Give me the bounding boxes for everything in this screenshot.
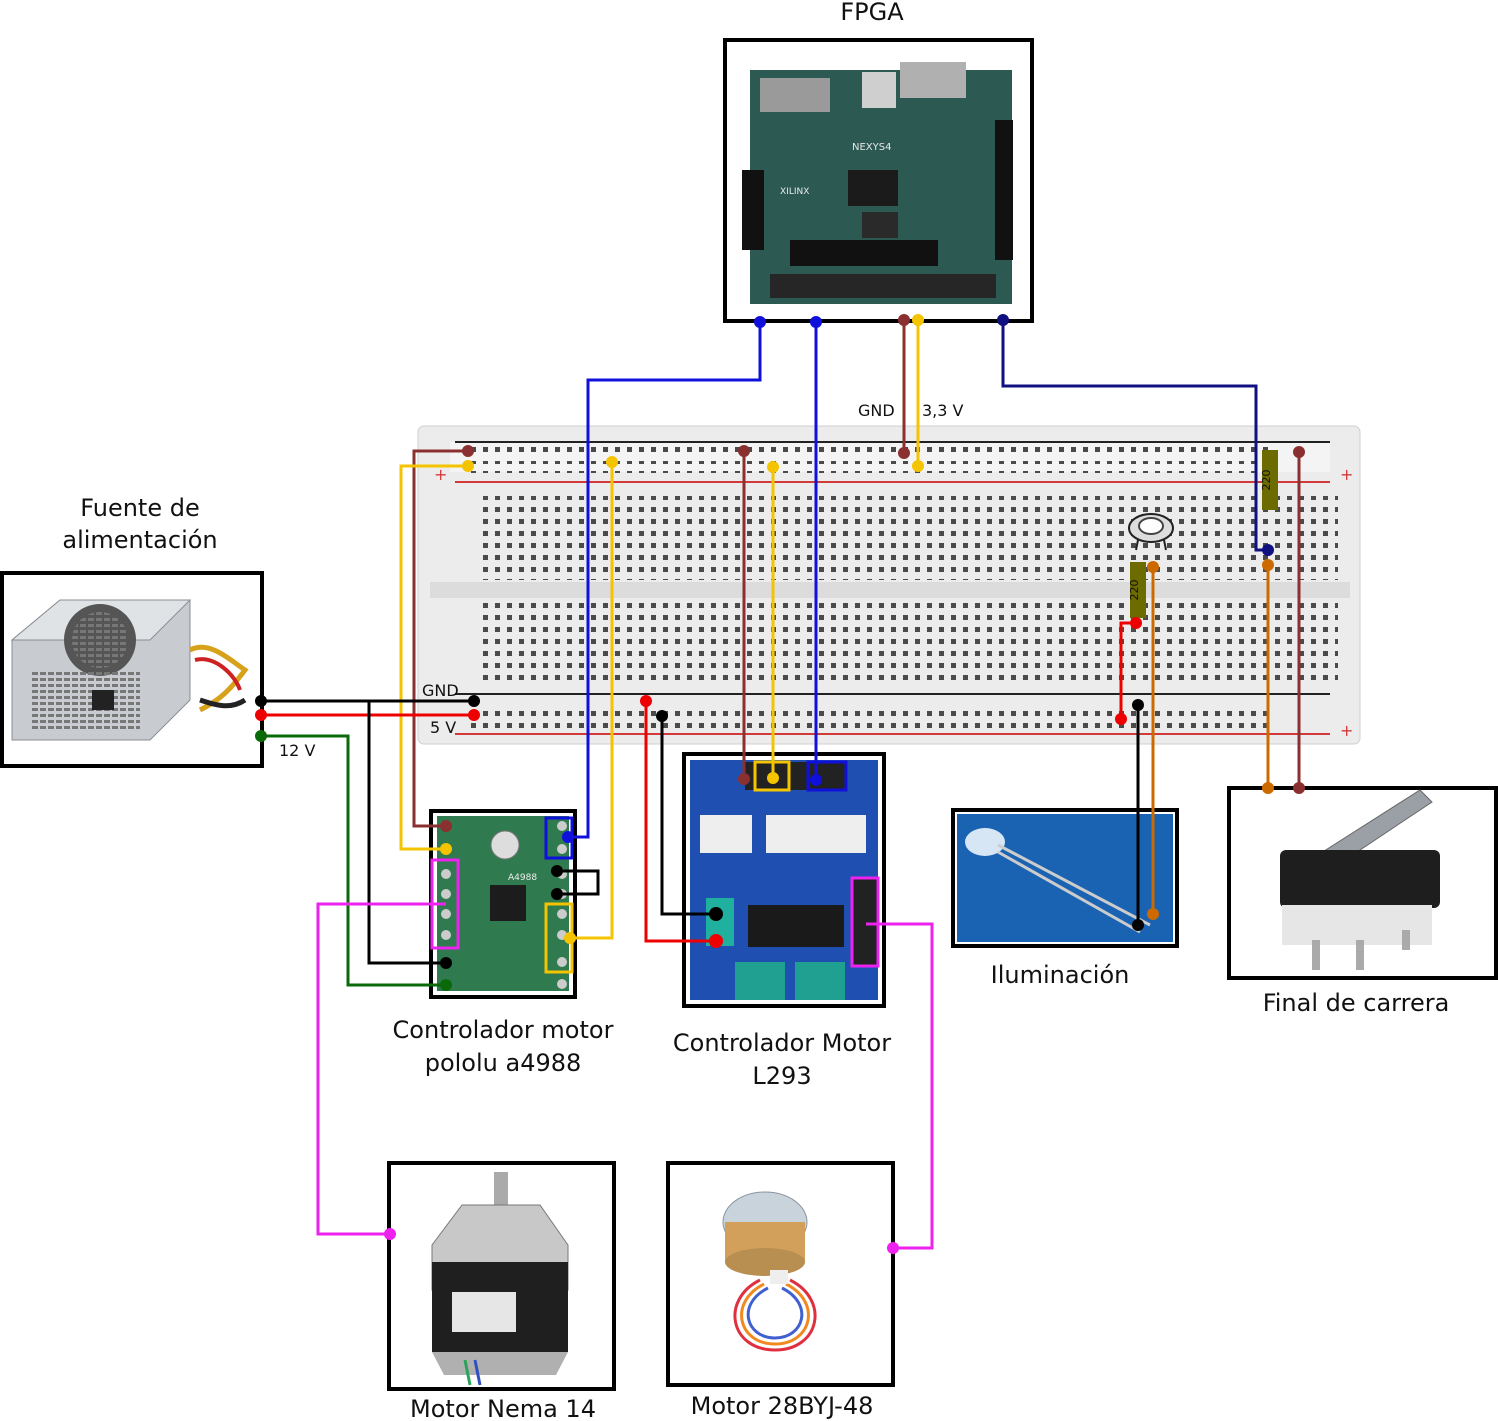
label-12v: 12 V	[279, 741, 315, 760]
a4988-title-line2: pololu a4988	[425, 1049, 582, 1077]
led-title: Iluminación	[991, 961, 1130, 989]
connection-dots	[255, 314, 1305, 1254]
resistor-1-label: 220	[1260, 470, 1273, 491]
wire-a4988-3v3-b	[570, 462, 614, 940]
wire-psu-gnd-a4988	[367, 701, 446, 965]
wire-a4988-nema	[316, 902, 446, 1236]
nema-title: Motor Nema 14	[410, 1395, 596, 1421]
resistor-1: 220	[1260, 450, 1278, 510]
a4988-driver-module: A4988	[429, 809, 577, 999]
a4988-title-line1: Controlador motor	[393, 1016, 614, 1044]
label-5v: 5 V	[430, 718, 456, 737]
power-supply-title-line2: alimentación	[62, 526, 217, 554]
svg-text:XILINX: XILINX	[780, 187, 809, 197]
svg-text:+: +	[434, 465, 447, 484]
l293-title-line1: Controlador Motor	[673, 1029, 891, 1057]
byj48-module	[666, 1161, 895, 1387]
fpga-module: NEXYS4 XILINX	[723, 38, 1034, 323]
wire-fpga-a4988-signal	[568, 322, 762, 839]
endstop-module	[1227, 786, 1498, 980]
label-gnd-psu: GND	[422, 681, 459, 700]
potentiometer	[1128, 513, 1174, 551]
wire-fpga-endstop	[1001, 320, 1268, 552]
fpga-title: FPGA	[840, 0, 904, 26]
svg-text:A4988: A4988	[508, 873, 537, 883]
wire-l293-gnd-power	[660, 716, 716, 916]
wire-a4988-3v3	[399, 464, 468, 851]
label-3v3: 3,3 V	[922, 401, 964, 420]
nema14-module	[387, 1161, 616, 1391]
endstop-title: Final de carrera	[1263, 989, 1450, 1017]
wire-l293-5v	[644, 701, 716, 943]
led-icon	[965, 828, 1005, 856]
wires	[261, 320, 1301, 1250]
wire-l293-byj	[866, 922, 934, 1250]
breadboard: + + +	[417, 425, 1361, 745]
svg-text:+: +	[1340, 465, 1353, 484]
svg-text:NEXYS4: NEXYS4	[852, 142, 891, 153]
resistor-2: 220	[1128, 562, 1146, 618]
power-supply-title-line1: Fuente de	[80, 494, 199, 522]
label-gnd-fpga: GND	[858, 401, 895, 420]
resistor-2-label: 220	[1128, 580, 1141, 601]
byj-title: Motor 28BYJ-48	[691, 1392, 874, 1420]
wire-a4988-gnd	[412, 449, 468, 828]
svg-text:+: +	[1340, 721, 1353, 740]
wire-a4988-jumper	[557, 869, 600, 896]
l293-title-line2: L293	[752, 1062, 811, 1090]
l293-driver-module	[682, 752, 886, 1008]
power-supply-module	[0, 571, 264, 768]
wire-psu-12v	[261, 734, 446, 987]
